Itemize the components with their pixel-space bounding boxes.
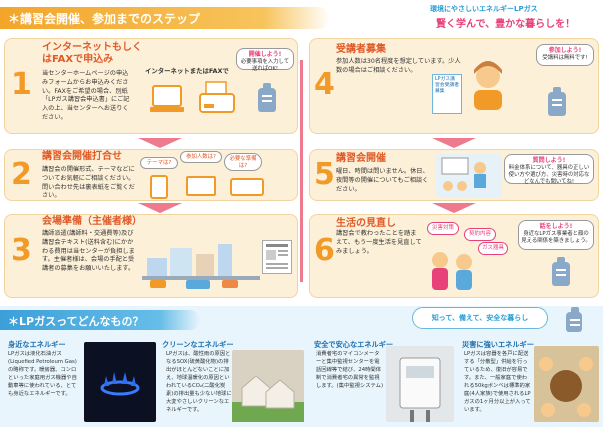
fax-machine-icon: [230, 178, 264, 196]
page-title: ＊講習会開催、参加までのステップ: [8, 12, 201, 26]
step-4-bubble-text: 受講料は無料です!: [542, 55, 588, 61]
step-5-title: 講習会開催: [336, 153, 386, 164]
step-4-text: 参加人数は30名程度を想定しています。少人数の場合はご相談ください。: [336, 58, 461, 74]
step-1-speech-bubble: 開催しよう!必要事項を入力して送ればOK!: [236, 48, 294, 72]
down-arrow-icon: [138, 138, 182, 148]
feature-3-title: 安全で安心なエネルギー: [314, 340, 394, 349]
step-1-bubble-text: 必要事項を入力して送ればOK!: [240, 59, 290, 72]
section-slogan: 知って、備えて、安全な暮らし: [412, 307, 548, 329]
step-6-speech-bubble: 話をしよう!身近なLPガス事業者と顔の見える関係を築きましょう。: [518, 220, 594, 250]
step-6-title: 生活の見直し: [336, 218, 396, 229]
step-1-title: インターネットもしくはFAXで申込み: [42, 42, 142, 65]
step-3-text: 講師派遣(講師料・交通費等)及び講習会テキスト(送料含む)にかかわる費用は当セン…: [42, 230, 135, 273]
fax-icon: [198, 80, 236, 120]
step-2-bubble-count: 参加人数は?: [180, 151, 222, 163]
person-icon: [468, 60, 508, 110]
feature-1-text: LPガスは液化石油ガス(Liquefied Petroleum Gas)の略称で…: [8, 351, 77, 397]
step-1-label: インターネットまたはFAXで: [145, 67, 229, 75]
laptop-icon: [150, 80, 184, 120]
step-3-number: 3: [11, 233, 32, 268]
phone-icon: [150, 175, 168, 199]
step-5-number: 5: [314, 157, 335, 192]
step-2-text: 講習会の開催形式、テーマなどについてお気軽にご相談ください。問い合わせ先は裏表紙…: [42, 166, 135, 200]
step-4-speech-bubble: 参加しよう!受講料は無料です!: [536, 44, 594, 66]
section-title: ＊LPガスってどんなもの？: [8, 315, 144, 328]
chip-contract: 契約内容: [464, 228, 496, 241]
feature-2-title: クリーンなエネルギー: [162, 340, 234, 349]
gas-meter-photo: [386, 346, 454, 422]
step-6-text: 講習会で教わったことを踏まえて、もう一度生活を見直してみましょう。: [336, 230, 422, 255]
step-2-bubble-prep: 必要な準備は?: [224, 153, 262, 171]
town-illustration: [142, 236, 260, 292]
down-arrow-icon: [432, 138, 476, 148]
step-4-title: 受講者募集: [336, 44, 386, 55]
mascot-robot-icon: [552, 257, 570, 286]
feature-2-text: LPガスは、酸性雨の原因となるSOX(硫黄酸化物)の排出がほとんどないことに加え…: [166, 351, 232, 413]
step-3-title: 会場準備（主催者様）: [42, 216, 142, 227]
step-2-bubble-theme: テーマは?: [140, 157, 178, 169]
feature-3-text: 消費者宅のマイコンメーターと集中監視センターを電話回線等で結び、24時間体制で消…: [316, 351, 384, 389]
feature-1-title: 身近なエネルギー: [8, 340, 66, 349]
family-illustration: [426, 248, 480, 292]
gas-flame-photo: [84, 342, 156, 422]
step-4-number: 4: [314, 67, 335, 102]
chip-disaster: 災害対策: [427, 222, 459, 235]
step-5-bubble-text: 料金体系について、器具の正しい使い方や選び方、災害時の対応などなんでも聞いてね!: [508, 165, 590, 185]
tagline-top: 環境にやさしいエネルギーLPガス: [430, 5, 538, 13]
flyer-icon: LPガス講習会受講者募集: [432, 74, 462, 114]
seminar-illustration: [436, 154, 502, 198]
down-arrow-icon: [138, 203, 182, 213]
feature-4-title: 災害に強いエネルギー: [462, 340, 534, 349]
step-4-bubble-heading: 参加しよう!: [548, 47, 582, 54]
computer-icon: [186, 176, 216, 196]
house-model-photo: [232, 350, 304, 422]
feature-4-text: LPガスは容器を各戸に配送する「分散型」供給を行っているため、復旧が容易です。ま…: [464, 351, 531, 413]
step-1-text: 当センターホームページの申込みフォームからお申込みください。FAXをご希望の場合…: [42, 70, 130, 121]
step-5-speech-bubble: 質問しよう!料金体系について、器具の正しい使い方や選び方、災害時の対応などなんで…: [504, 154, 594, 185]
mascot-robot-icon: [566, 307, 582, 332]
step-2-number: 2: [11, 157, 32, 192]
step-6-bubble-heading: 話をしよう!: [539, 223, 573, 230]
flow-connector: [300, 60, 305, 282]
step-1-number: 1: [11, 67, 32, 102]
step-5-bubble-heading: 質問しよう!: [532, 157, 566, 164]
step-5-text: 曜日、時間は問いません。休日、夜間等の開催についてもご相談ください。: [336, 168, 429, 193]
section-bar: [0, 310, 200, 330]
cooking-photo: [534, 346, 599, 422]
newspaper-icon: [262, 240, 292, 274]
mascot-robot-icon: [258, 83, 276, 112]
tagline-main: 賢く学んで、豊かな暮らしを！: [436, 19, 576, 30]
step-2-title: 講習会開催打合せ: [42, 151, 122, 162]
header: ＊講習会開催、参加までのステップ 環境にやさしいエネルギーLPガス 賢く学んで、…: [0, 0, 603, 36]
chip-appliance: ガス器具: [478, 242, 508, 255]
step-6-number: 6: [314, 233, 335, 268]
down-arrow-icon: [432, 203, 476, 213]
header-bar: [0, 7, 330, 29]
step-6-bubble-text: 身近なLPガス事業者と顔の見える関係を築きましょう。: [521, 231, 591, 244]
step-1-bubble-heading: 開催しよう!: [248, 51, 282, 58]
mascot-robot-icon: [548, 87, 566, 116]
